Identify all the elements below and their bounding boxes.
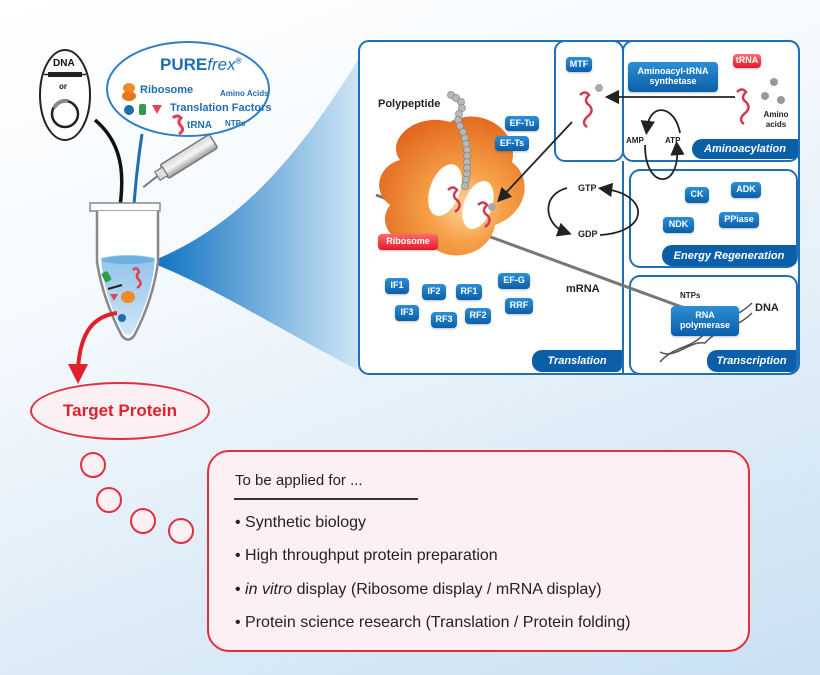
application-item: • Protein science research (Translation … [235,614,630,632]
ribosome-graphic [379,116,525,256]
item-text: Protein science research (Translation / … [245,614,631,631]
amp-label: AMP [626,136,644,145]
thought-bubble-4 [168,518,194,544]
ribosome-label: Ribosome [378,234,438,250]
kit-amino-acids-label: Amino Acids [220,89,269,98]
dna-label: DNA [53,58,75,69]
target-protein-oval: Target Protein [30,382,210,440]
reaction-tube [89,202,161,341]
factor-rf3: RF3 [431,312,457,328]
application-item: • High throughput protein preparation [235,547,498,565]
mtf-to-ribosome-arrow [497,121,573,203]
thought-bubble-1 [80,452,106,478]
kit-translation-factors-label: Translation Factors [170,102,272,114]
kit-trna-label: tRNA [187,120,212,131]
gdp-label: GDP [578,229,598,239]
item-text: High throughput protein preparation [245,547,498,564]
aminoacylation-trna-label: tRNA [733,54,761,68]
aminoacylation-title: Aminoacylation [692,139,798,159]
atp-label: ATP [665,136,681,145]
factor-rf2: RF2 [465,308,491,324]
item-text: Synthetic biology [245,514,367,531]
applications-heading: To be applied for ... [235,472,363,489]
transcription-dna-label: DNA [755,302,779,314]
translation-title: Translation [532,350,622,372]
factor-ef-g: EF-G [498,273,530,289]
kit-brand-suffix: frex [207,55,236,74]
mtf-label: MTF [566,57,592,72]
polypeptide-label: Polypeptide [378,98,441,110]
factor-if2: IF2 [422,284,446,300]
enzyme-ck: CK [685,187,709,203]
bullet: • [235,514,246,531]
factor-ef-tu: EF-Tu [505,116,539,131]
enzyme-adk: ADK [731,182,761,198]
applications-heading-rule [234,498,418,500]
amino-acids-label: Amino acids [763,110,789,129]
enzyme-ndk: NDK [663,217,694,233]
polypeptide-chain [447,91,471,190]
mrna-label: mRNA [566,283,600,295]
application-item: • Synthetic biology [235,514,366,532]
kit-ribosome-label: Ribosome [140,84,194,96]
zoom-fan [150,60,358,370]
aminoacyl-trna-synthetase: Aminoacyl-tRNA synthetase [628,62,718,92]
factor-ef-ts: EF-Ts [495,136,529,151]
pipette-icon [142,134,218,189]
enzyme-ppiase: PPiase [719,212,759,228]
bullet: • [235,581,246,598]
kit-ntps-label: NTPs [225,119,246,128]
kit-brand-logo: PUREfrex® [160,55,241,75]
kit-brand-prefix: PURE [160,55,208,74]
transcription-title: Transcription [707,350,796,372]
rna-polymerase: RNA polymerase [671,306,739,336]
item-text: display (Ribosome display / mRNA display… [292,581,602,598]
factor-if1: IF1 [385,278,409,294]
gtp-label: GTP [578,183,597,193]
application-item: • in vitro display (Ribosome display / m… [235,581,602,599]
thought-bubble-2 [96,487,122,513]
registered-mark: ® [235,56,242,66]
ntps-label: NTPs [680,291,701,300]
applications-box: To be applied for ... • Synthetic biolog… [207,450,750,652]
thought-bubble-3 [130,508,156,534]
product-arrow [76,311,118,371]
bullet: • [235,547,246,564]
energy-regeneration-title: Energy Regeneration [662,245,796,266]
factor-rrf: RRF [505,298,533,314]
or-label: or [59,82,67,91]
factor-rf1: RF1 [456,284,482,300]
item-italic: in vitro [245,581,293,598]
kit-components-oval [106,41,270,137]
factor-if3: IF3 [395,305,419,321]
bullet: • [235,614,246,631]
